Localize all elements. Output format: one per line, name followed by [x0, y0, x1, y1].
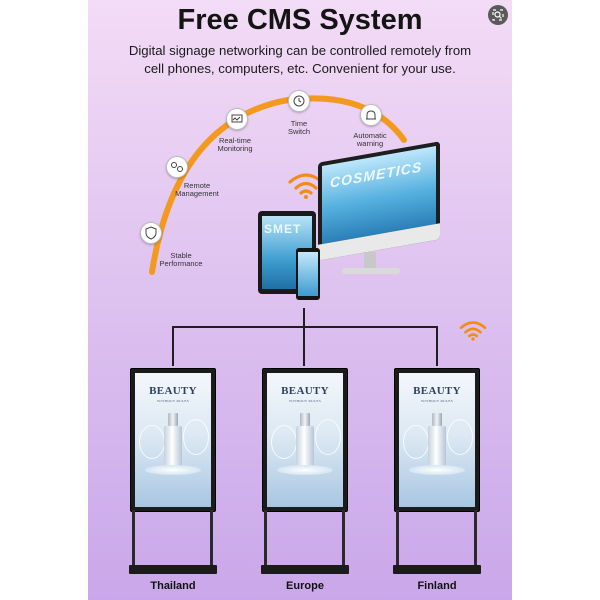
water-splash — [183, 419, 209, 455]
water-splash — [315, 419, 341, 455]
connector-right — [436, 326, 438, 366]
alarm-icon — [360, 104, 382, 126]
podium — [409, 465, 465, 475]
kiosk-leg — [210, 510, 213, 566]
connector-left — [172, 326, 174, 366]
kiosk-brand: BEAUTY — [149, 385, 197, 397]
kiosk-europe: BEAUTY WITHOUT RULES — [261, 368, 349, 580]
bottle-cap — [300, 413, 310, 426]
feature-label-realtime: Real-time Monitoring — [217, 136, 253, 153]
feature-label-remote: Remote Management — [175, 181, 219, 198]
kiosk-leg — [342, 510, 345, 566]
kiosk-base — [129, 565, 217, 574]
kiosk-display: BEAUTY WITHOUT RULES — [135, 373, 211, 507]
location-label-finland: Finland — [417, 580, 457, 592]
kiosk-tagline: WITHOUT RULES — [156, 399, 190, 403]
location-label-thailand: Thailand — [150, 580, 196, 592]
kiosk-leg — [264, 510, 267, 566]
cosmetic-bottle — [428, 426, 446, 466]
water-splash — [403, 425, 429, 459]
subtitle-line-2: cell phones, computers, etc. Convenient … — [144, 61, 456, 76]
page-title: Free CMS System — [177, 4, 423, 36]
page-subtitle: Digital signage networking can be contro… — [100, 42, 500, 78]
bottle-cap — [168, 413, 178, 426]
subtitle-line-1: Digital signage networking can be contro… — [128, 43, 472, 58]
location-label-europe: Europe — [286, 580, 324, 592]
podium — [277, 465, 333, 475]
kiosk-base — [261, 565, 349, 574]
kiosk-display: BEAUTY WITHOUT RULES — [267, 373, 343, 507]
kiosk-screen: BEAUTY WITHOUT RULES — [130, 368, 216, 512]
kiosk-screen: BEAUTY WITHOUT RULES — [394, 368, 480, 512]
search-lens-icon[interactable] — [488, 5, 508, 25]
kiosk-leg — [132, 510, 135, 566]
kiosk-brand: BEAUTY — [281, 385, 329, 397]
remote-icon — [166, 156, 188, 178]
cosmetic-bottle — [296, 426, 314, 466]
monitor-base — [342, 268, 400, 274]
feature-label-stable: Stable Performance — [159, 251, 203, 268]
monitor-text: COSMETICS — [330, 158, 423, 191]
wifi-icon — [459, 321, 487, 341]
kiosk-base — [393, 565, 481, 574]
water-splash — [139, 425, 165, 459]
kiosk-tagline: WITHOUT RULES — [420, 399, 454, 403]
kiosk-brand: BEAUTY — [413, 385, 461, 397]
monitor-chart-icon — [226, 108, 248, 130]
kiosk-tagline: WITHOUT RULES — [288, 399, 322, 403]
water-splash — [447, 419, 473, 455]
feature-label-time: Time Switch — [287, 119, 311, 136]
water-splash — [271, 425, 297, 459]
phone-device — [296, 248, 320, 300]
connector-middle — [303, 326, 305, 366]
monitor-stand — [364, 252, 376, 270]
cms-infographic: Free CMS System Digital signage networki… — [88, 0, 512, 600]
kiosk-finland: BEAUTY WITHOUT RULES — [393, 368, 481, 580]
connector-bar — [172, 326, 438, 328]
cosmetic-bottle — [164, 426, 182, 466]
podium — [145, 465, 201, 475]
phone-screen — [298, 252, 318, 296]
kiosk-thailand: BEAUTY WITHOUT RULES — [129, 368, 217, 580]
kiosk-screen: BEAUTY WITHOUT RULES — [262, 368, 348, 512]
clock-icon — [288, 90, 310, 112]
connector-trunk — [303, 308, 305, 328]
kiosk-leg — [474, 510, 477, 566]
feature-label-warning: Automatic warning — [353, 131, 387, 148]
kiosk-leg — [396, 510, 399, 566]
tablet-text: SMET — [264, 222, 302, 236]
bottle-cap — [432, 413, 442, 426]
shield-icon — [140, 222, 162, 244]
kiosk-display: BEAUTY WITHOUT RULES — [399, 373, 475, 507]
